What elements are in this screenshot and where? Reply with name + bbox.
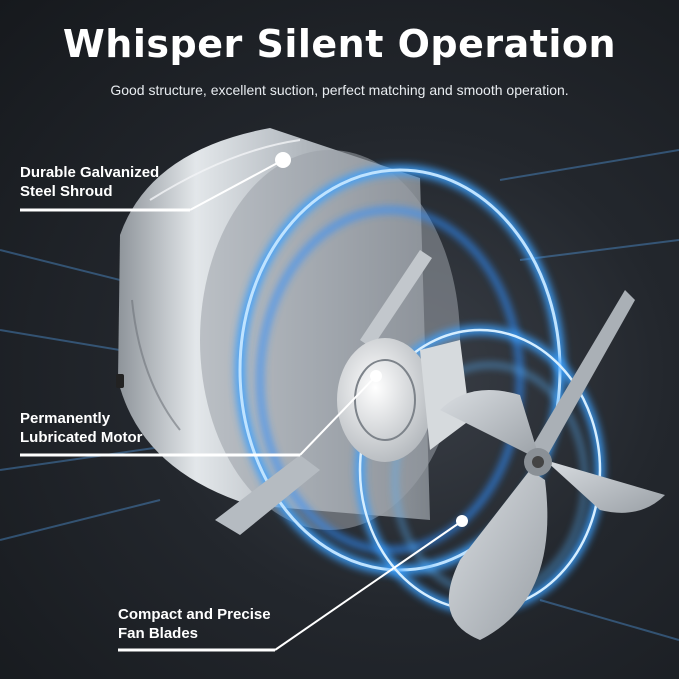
headline: Whisper Silent Operation — [62, 22, 617, 66]
mounting-bracket — [215, 250, 432, 535]
callout-blades: Compact and Precise Fan Blades — [118, 605, 271, 643]
callout-blades-line1: Compact and Precise — [118, 606, 271, 623]
callout-shroud-line2: Steel Shroud — [20, 183, 113, 200]
callout-motor: Permanently Lubricated Motor — [20, 409, 143, 447]
callout-motor-line2: Lubricated Motor — [20, 429, 143, 446]
fan-blades — [440, 290, 665, 640]
motor — [337, 338, 470, 462]
callout-lines — [20, 152, 463, 652]
callout-shroud: Durable Galvanized Steel Shroud — [20, 163, 159, 201]
callout-motor-line1: Permanently — [20, 410, 111, 427]
subheadline: Good structure, excellent suction, perfe… — [110, 82, 569, 98]
callout-shroud-line1: Durable Galvanized — [20, 164, 160, 181]
callout-blades-line2: Fan Blades — [118, 625, 199, 642]
